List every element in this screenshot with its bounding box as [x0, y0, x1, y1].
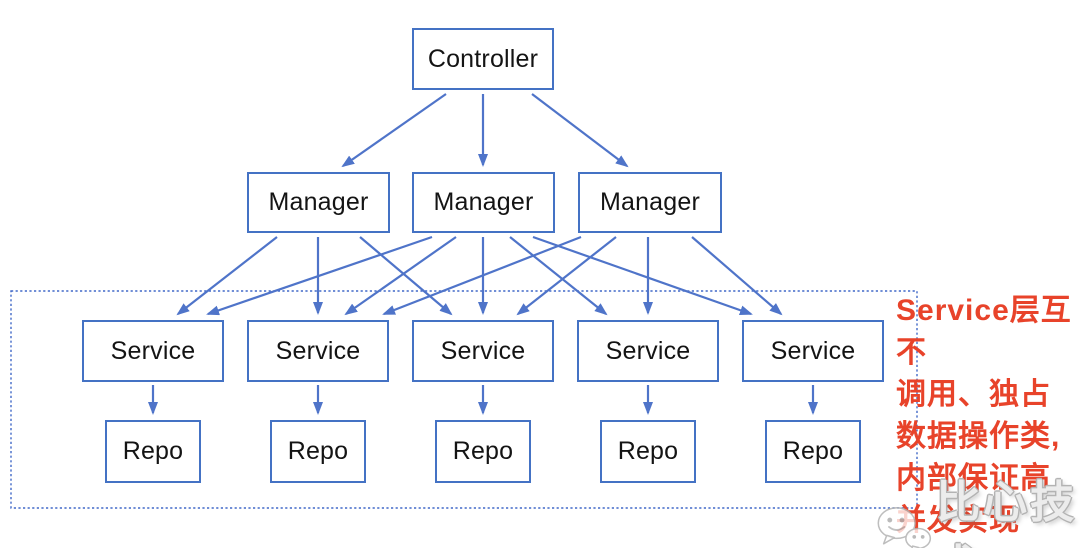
edge-controller-to-manager1 [341, 93, 447, 168]
node-manager3: Manager [578, 172, 722, 233]
node-service4: Service [577, 320, 719, 382]
edge-manager3-to-service5 [691, 236, 783, 316]
edge-manager3-to-service2 [382, 235, 582, 316]
edge-manager1-to-service1 [176, 236, 278, 316]
edge-controller-to-manager3 [531, 93, 629, 168]
edge-group [148, 93, 818, 415]
service-layer-dotted-border [10, 290, 918, 509]
edge-manager2-to-service4 [509, 236, 608, 316]
edge-manager2-to-service1 [206, 235, 433, 316]
service-layer-annotation: Service层互不 调用、独占 数据操作类, 内部保证高 并发实现 [896, 294, 1072, 537]
edge-manager2-to-service5 [532, 235, 753, 316]
node-repo2: Repo [270, 420, 366, 483]
node-service5: Service [742, 320, 884, 382]
node-repo3: Repo [435, 420, 531, 483]
node-manager1: Manager [247, 172, 390, 233]
edge-manager1-to-service3 [359, 236, 453, 316]
node-controller: Controller [412, 28, 554, 90]
watermark: 比心技术 [876, 466, 1080, 548]
node-repo1: Repo [105, 420, 201, 483]
node-repo5: Repo [765, 420, 861, 483]
node-service2: Service [247, 320, 389, 382]
node-repo4: Repo [600, 420, 696, 483]
node-service1: Service [82, 320, 224, 382]
edge-manager2-to-service2 [344, 236, 457, 316]
node-manager2: Manager [412, 172, 555, 233]
watermark-text: 比心技术 [936, 478, 1078, 548]
node-service3: Service [412, 320, 554, 382]
edge-manager3-to-service3 [516, 236, 617, 316]
chat-bubble-logo-icon [877, 507, 932, 548]
